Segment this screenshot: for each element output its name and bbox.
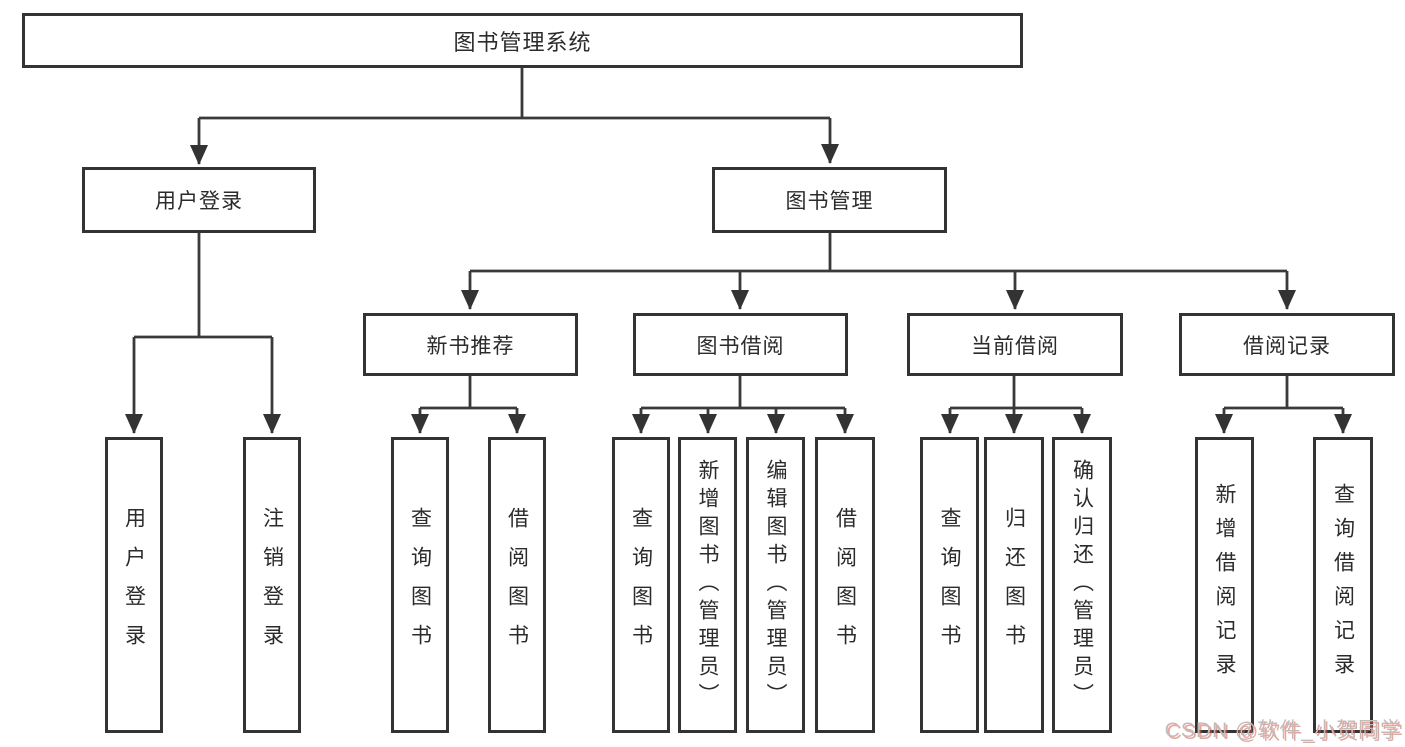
- node-leaf-query-book-1: 查询图书: [391, 437, 449, 733]
- node-new-book-rec: 新书推荐: [363, 313, 578, 376]
- node-leaf-confirm-return: 确认归还（管理员）: [1052, 437, 1112, 733]
- node-leaf-user-login: 用户登录: [105, 437, 163, 733]
- leaf-label: 借阅图书: [505, 507, 529, 663]
- leaf-label: 查询借阅记录: [1331, 483, 1355, 687]
- node-borrow-records: 借阅记录: [1179, 313, 1395, 376]
- node-current-borrow: 当前借阅: [907, 313, 1123, 376]
- node-leaf-edit-book: 编辑图书（管理员）: [746, 437, 805, 733]
- leaf-label: 注销登录: [260, 507, 284, 663]
- node-leaf-logout: 注销登录: [243, 437, 301, 733]
- leaf-label: 编辑图书（管理员）: [764, 459, 787, 711]
- node-leaf-borrow-book-1: 借阅图书: [488, 437, 546, 733]
- node-leaf-return-book: 归还图书: [984, 437, 1044, 733]
- node-book-borrow: 图书借阅: [633, 313, 848, 376]
- leaf-label: 查询图书: [629, 507, 653, 663]
- leaf-label: 查询图书: [408, 507, 432, 663]
- node-leaf-query-borrow-record: 查询借阅记录: [1313, 437, 1373, 733]
- leaf-label: 归还图书: [1002, 507, 1026, 663]
- node-leaf-borrow-book-2: 借阅图书: [815, 437, 875, 733]
- leaf-label: 新增图书（管理员）: [696, 459, 719, 711]
- leaf-label: 新增借阅记录: [1213, 483, 1236, 687]
- node-leaf-query-book-2: 查询图书: [612, 437, 670, 733]
- leaf-label: 借阅图书: [833, 507, 857, 663]
- node-book-mgmt: 图书管理: [712, 167, 947, 233]
- csdn-watermark: CSDN @软件_小贺同学: [1164, 719, 1402, 742]
- leaf-label: 查询图书: [938, 507, 961, 663]
- leaf-label: 用户登录: [122, 507, 146, 663]
- node-leaf-add-borrow-record: 新增借阅记录: [1195, 437, 1254, 733]
- node-leaf-query-book-3: 查询图书: [920, 437, 979, 733]
- node-user-login: 用户登录: [82, 167, 316, 233]
- leaf-label: 确认归还（管理员）: [1070, 459, 1094, 711]
- node-leaf-add-book: 新增图书（管理员）: [678, 437, 737, 733]
- node-root: 图书管理系统: [22, 13, 1023, 68]
